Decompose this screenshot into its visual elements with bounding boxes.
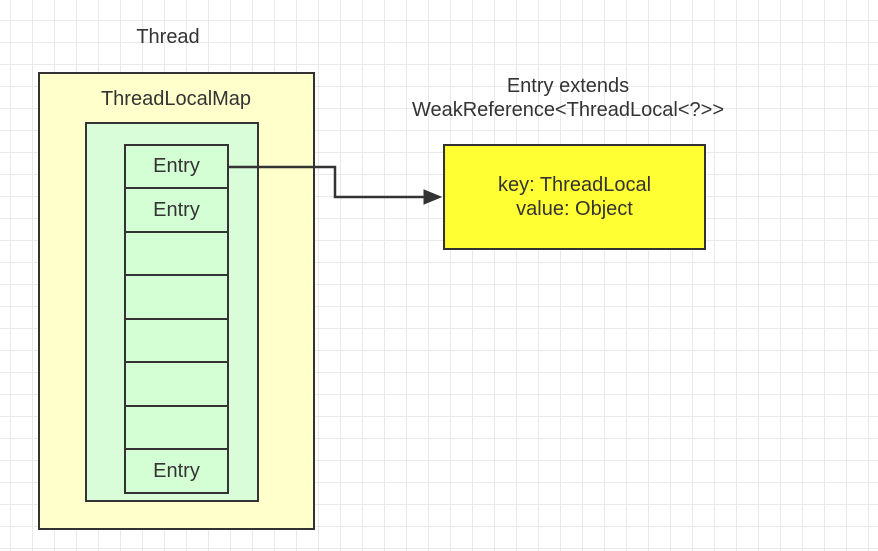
threadlocalmap-title: ThreadLocalMap <box>100 88 252 110</box>
entry-class-line-1: Entry extends <box>506 75 630 97</box>
entry-key-line: key: ThreadLocal <box>497 174 652 196</box>
entry-class-line-2: WeakReference<ThreadLocal<?>> <box>411 99 725 121</box>
thread-title: Thread <box>136 26 200 48</box>
entry-slot-3 <box>124 231 229 276</box>
entry-detail-box <box>443 144 706 250</box>
entry-value-line: value: Object <box>516 198 633 220</box>
entry-slot-8: Entry <box>124 448 229 494</box>
entry-slot-1: Entry <box>124 144 229 189</box>
